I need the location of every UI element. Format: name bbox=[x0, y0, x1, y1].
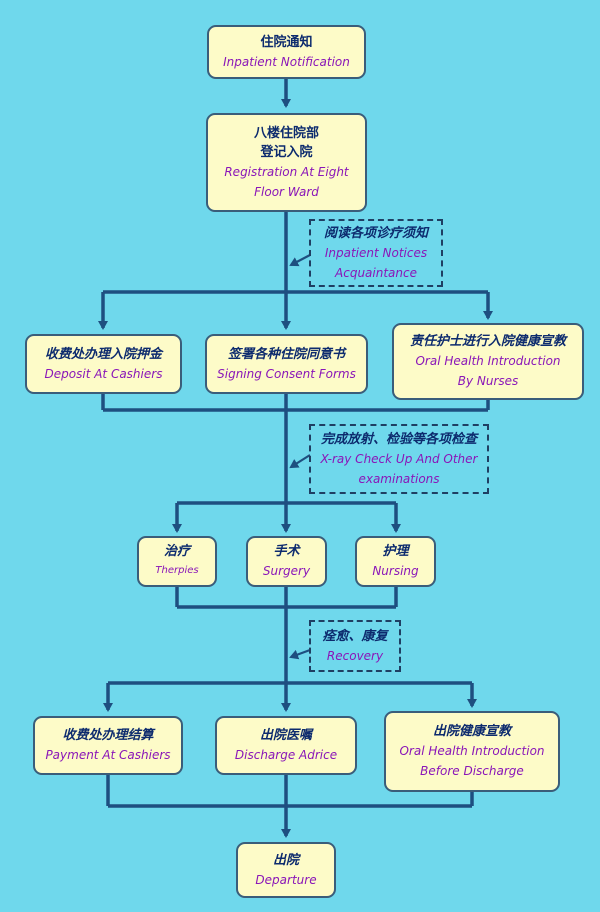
node-label-en: Discharge Adrice bbox=[234, 748, 338, 762]
node-label-en: By Nurses bbox=[457, 374, 519, 388]
note-label-zh: 痊愈、康复 bbox=[322, 628, 388, 644]
node-label-en: Nursing bbox=[372, 564, 419, 578]
node-label-en: Payment At Cashiers bbox=[45, 748, 171, 762]
note-label-en: examinations bbox=[358, 471, 440, 486]
node-label-zh: 治疗 bbox=[163, 544, 190, 559]
note-inpatient-notices: 阅读各项诊疗须知 Inpatient Notices Acquaintance bbox=[309, 219, 443, 287]
note-label-en: X-ray Check Up And Other bbox=[320, 451, 478, 466]
node-label-zh: 住院通知 bbox=[260, 34, 313, 50]
node-label-zh: 八楼住院部 bbox=[253, 125, 319, 141]
note-checkup: 完成放射、检验等各项检查 X-ray Check Up And Other ex… bbox=[309, 424, 489, 494]
note-label-en: Acquaintance bbox=[335, 265, 417, 280]
node-label-zh: 登记入院 bbox=[260, 144, 313, 160]
node-label-zh: 出院医嘱 bbox=[259, 728, 312, 743]
node-registration: 八楼住院部 登记入院 Registration At Eight Floor W… bbox=[206, 113, 367, 212]
node-label-zh: 护理 bbox=[382, 544, 409, 559]
node-label-en: Therpies bbox=[155, 565, 199, 576]
note-label-en: Inpatient Notices bbox=[324, 245, 428, 260]
node-consent: 签署各种住院同意书 Signing Consent Forms bbox=[205, 334, 368, 394]
note-label-en: Recovery bbox=[326, 648, 384, 663]
node-label-zh: 收费处办理结算 bbox=[62, 728, 154, 743]
node-discharge-advice: 出院医嘱 Discharge Adrice bbox=[215, 716, 357, 775]
note-label-zh: 阅读各项诊疗须知 bbox=[323, 225, 428, 241]
node-label-zh: 责任护士进行入院健康宣教 bbox=[409, 334, 566, 349]
node-label-zh: 出院 bbox=[272, 852, 299, 868]
node-label-en: Floor Ward bbox=[254, 184, 319, 199]
node-discharge-intro: 出院健康宣教 Oral Health Introduction Before D… bbox=[384, 711, 560, 792]
node-therapies: 治疗 Therpies bbox=[137, 536, 217, 587]
note-recovery: 痊愈、康复 Recovery bbox=[309, 620, 401, 672]
node-label-en: Inpatient Notification bbox=[223, 54, 350, 69]
node-inpatient-notification: 住院通知 Inpatient Notification bbox=[207, 25, 366, 79]
node-surgery: 手术 Surgery bbox=[246, 536, 327, 587]
node-label-en: Surgery bbox=[262, 564, 311, 578]
node-payment: 收费处办理结算 Payment At Cashiers bbox=[33, 716, 183, 775]
node-label-en: Oral Health Introduction bbox=[415, 354, 561, 368]
node-label-zh: 收费处办理入院押金 bbox=[44, 346, 162, 362]
node-label-en: Departure bbox=[255, 872, 317, 887]
node-label-en: Registration At Eight bbox=[224, 164, 349, 179]
node-label-en: Deposit At Cashiers bbox=[44, 366, 163, 381]
node-label-zh: 签署各种住院同意书 bbox=[227, 346, 345, 362]
node-label-zh: 出院健康宣教 bbox=[432, 724, 511, 739]
node-nursing: 护理 Nursing bbox=[355, 536, 436, 587]
node-label-zh: 手术 bbox=[273, 544, 300, 559]
node-deposit: 收费处办理入院押金 Deposit At Cashiers bbox=[25, 334, 182, 394]
node-label-en: Oral Health Introduction bbox=[399, 744, 545, 758]
note-label-zh: 完成放射、检验等各项检查 bbox=[320, 431, 477, 447]
node-label-en: Before Discharge bbox=[420, 764, 524, 778]
node-health-intro: 责任护士进行入院健康宣教 Oral Health Introduction By… bbox=[392, 323, 584, 400]
node-departure: 出院 Departure bbox=[236, 842, 336, 898]
node-label-en: Signing Consent Forms bbox=[217, 366, 356, 381]
